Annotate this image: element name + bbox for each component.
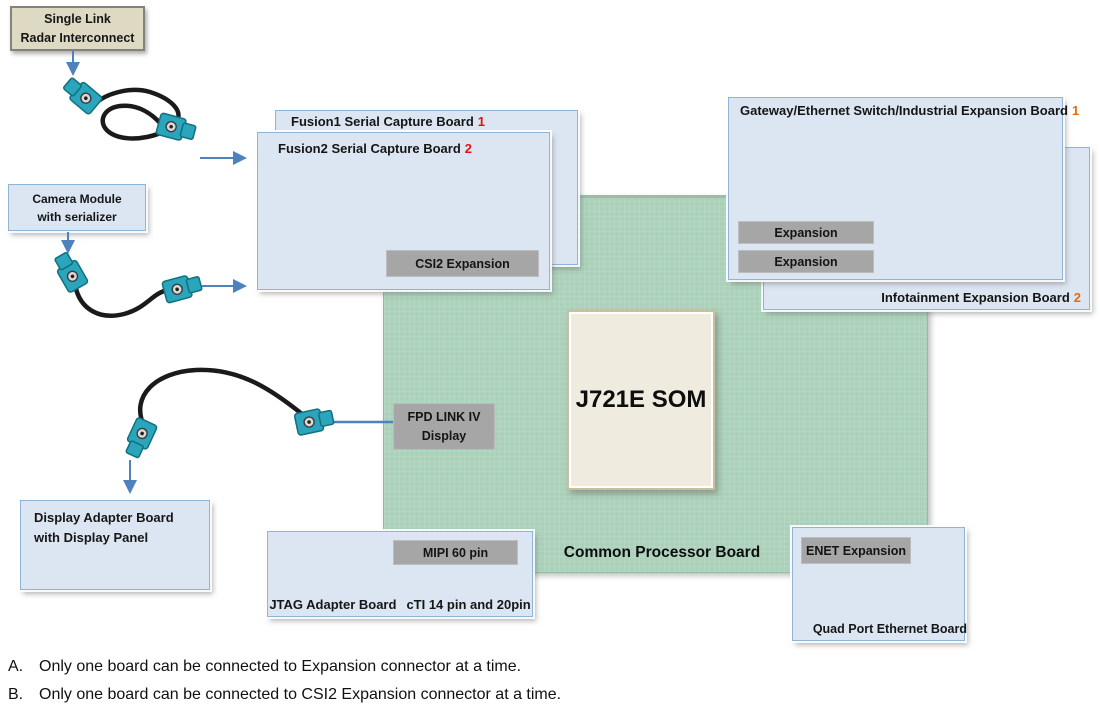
fpd-link-iv-display-connector: FPD LINK IV Display — [393, 403, 495, 450]
footnote-b: B. Only one board can be connected to CS… — [8, 686, 561, 704]
fakra-connector-camera-top — [54, 252, 89, 293]
enet-expansion-connector: ENET Expansion — [801, 537, 911, 564]
display-adapter-board-label: Display Adapter Board with Display Panel — [34, 508, 174, 547]
quad-port-board-label: Quad Port Ethernet Board — [812, 622, 967, 636]
display-coax-cable — [137, 367, 305, 429]
camera-module-box: Camera Module with serializer — [8, 184, 146, 231]
radar-box-line1: Single Link — [44, 12, 111, 27]
fakra-connector-display-right — [293, 408, 335, 436]
j721e-som-box: J721E SOM — [567, 310, 715, 490]
fakra-connector-radar-bottom — [155, 112, 197, 141]
gateway-board-title: Gateway/Ethernet Switch/Industrial Expan… — [740, 103, 1079, 118]
gateway-number: 1 — [1071, 103, 1080, 118]
common-processor-board-label: Common Processor Board — [563, 544, 761, 561]
csi2-expansion-connector: CSI2 Expansion — [386, 250, 539, 277]
footnote-a-text: Only one board can be connected to Expan… — [39, 658, 522, 675]
infotainment-title-text: Infotainment Expansion Board — [881, 290, 1070, 305]
camera-coax-cable — [72, 282, 171, 318]
camera-box-line1: Camera Module — [32, 191, 122, 206]
camera-box-line2: with serializer — [37, 209, 117, 224]
display-adapter-board: Display Adapter Board with Display Panel — [20, 500, 210, 590]
footnote-a-id: A. — [8, 658, 24, 675]
fakra-connector-radar-top — [63, 77, 103, 115]
gateway-ethernet-industrial-expansion-board: Gateway/Ethernet Switch/Industrial Expan… — [728, 97, 1079, 280]
jtag-adapter-board: MIPI 60 pin JTAG Adapter Board cTI 14 pi… — [267, 531, 533, 617]
fakra-connector-display-left — [125, 417, 158, 459]
display-adapter-line1: Display Adapter Board — [34, 510, 174, 525]
quad-port-ethernet-board: ENET Expansion Quad Port Ethernet Board — [792, 527, 967, 641]
jtag-label-part1: JTAG Adapter Board — [269, 597, 397, 612]
j721e-som-label: J721E SOM — [575, 386, 707, 413]
gateway-title-text: Gateway/Ethernet Switch/Industrial Expan… — [740, 103, 1068, 118]
fpd-link-label-line1: FPD LINK IV — [407, 409, 481, 424]
jtag-label-part2: cTI 14 pin and 20pin — [406, 597, 531, 612]
jtag-board-label: JTAG Adapter Board cTI 14 pin and 20pin — [268, 597, 532, 612]
fakra-connector-camera-right — [161, 275, 203, 304]
fusion1-title-text: Fusion1 Serial Capture Board — [291, 114, 474, 129]
footnote-a: A. Only one board can be connected to Ex… — [8, 658, 521, 676]
expansion-connector-2: Expansion — [738, 250, 874, 273]
footnote-b-id: B. — [8, 686, 24, 703]
radar-coax-cable — [92, 87, 181, 141]
single-link-radar-interconnect-box: Single Link Radar Interconnect — [10, 6, 145, 51]
footnote-b-text: Only one board can be connected to CSI2 … — [39, 686, 562, 703]
display-adapter-line2: with Display Panel — [34, 529, 149, 545]
fusion2-title-text: Fusion2 Serial Capture Board — [278, 141, 461, 156]
fusion1-number: 1 — [477, 114, 485, 129]
expansion-connector-1: Expansion — [738, 221, 874, 244]
fusion2-number: 2 — [464, 141, 472, 156]
fpd-link-label-line2: Display — [421, 428, 467, 443]
mipi-60pin-connector: MIPI 60 pin — [393, 540, 518, 565]
infotainment-number: 2 — [1073, 290, 1081, 305]
radar-box-line2: Radar Interconnect — [20, 30, 135, 45]
